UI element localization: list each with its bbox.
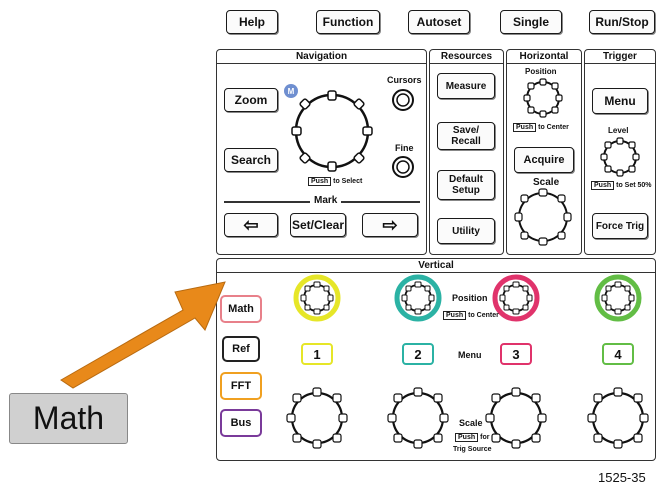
save-recall-line1: Save/ [452, 125, 480, 136]
horizontal-scale-knob[interactable] [514, 188, 572, 246]
vertical-push-center: Push to Center [443, 311, 499, 320]
vertical-push-for: Push for [455, 433, 489, 442]
vertical-push-label: Push [443, 311, 467, 320]
trigger-menu-button[interactable]: Menu [592, 88, 648, 114]
navigation-title: Navigation [217, 50, 426, 64]
fft-button[interactable]: FFT [220, 372, 262, 400]
ch1-scale-knob[interactable] [285, 386, 349, 450]
measure-button[interactable]: Measure [437, 73, 495, 99]
default-setup-line2: Setup [452, 185, 480, 196]
autoset-button[interactable]: Autoset [408, 10, 470, 34]
vertical-push-for-text: for [480, 434, 490, 441]
push-to-select-text: to Select [333, 178, 363, 185]
next-mark-button[interactable]: ⇨ [362, 213, 418, 237]
default-setup-button[interactable]: Default Setup [437, 170, 495, 200]
horizontal-push-label: Push [513, 123, 537, 132]
ch3-menu-button[interactable]: 3 [500, 343, 532, 365]
trigger-level-label: Level [608, 126, 629, 135]
resources-title: Resources [430, 50, 503, 64]
fine-button[interactable] [391, 155, 415, 179]
m-badge-text: M [287, 86, 295, 96]
ch1-position-knob[interactable] [293, 274, 341, 322]
cursors-label: Cursors [387, 75, 422, 85]
ch4-position-knob[interactable] [594, 274, 642, 322]
horizontal-title: Horizontal [507, 50, 581, 64]
function-button[interactable]: Function [316, 10, 380, 34]
push-to-select: Push to Select [308, 177, 362, 186]
single-button[interactable]: Single [500, 10, 562, 34]
trigger-push-set50: Push to Set 50% [591, 181, 652, 190]
save-recall-button[interactable]: Save/ Recall [437, 122, 495, 150]
trigger-title: Trigger [585, 50, 655, 64]
ch3-position-knob[interactable] [492, 274, 540, 322]
multipurpose-knob[interactable] [290, 89, 374, 173]
callout-arrow [60, 281, 226, 389]
ch4-scale-knob[interactable] [586, 386, 650, 450]
force-trig-button[interactable]: Force Trig [592, 213, 648, 239]
math-callout-label: Math [9, 393, 128, 444]
push-label: Push [308, 177, 332, 186]
vertical-menu-label: Menu [458, 350, 482, 360]
m-badge: M [284, 84, 298, 98]
save-recall-line2: Recall [451, 136, 481, 147]
cursors-knob[interactable] [391, 88, 415, 112]
run-stop-button[interactable]: Run/Stop [589, 10, 655, 34]
ch1-menu-button[interactable]: 1 [301, 343, 333, 365]
ch4-menu-button[interactable]: 4 [602, 343, 634, 365]
horizontal-position-label: Position [525, 67, 557, 76]
vertical-position-label: Position [452, 293, 488, 303]
ch2-menu-button[interactable]: 2 [402, 343, 434, 365]
trigger-level-knob[interactable] [600, 137, 640, 177]
set-clear-button[interactable]: Set/Clear [290, 213, 346, 237]
zoom-button[interactable]: Zoom [224, 88, 278, 112]
trigger-push-text: to Set 50% [616, 182, 652, 189]
horizontal-position-knob[interactable] [523, 78, 563, 118]
ch2-position-knob[interactable] [394, 274, 442, 322]
utility-button[interactable]: Utility [437, 218, 495, 244]
default-setup-line1: Default [449, 174, 483, 185]
vertical-push-text: to Center [468, 312, 499, 319]
vertical-scale-label: Scale [459, 418, 483, 428]
acquire-button[interactable]: Acquire [514, 147, 574, 173]
search-button[interactable]: Search [224, 148, 278, 172]
figure-id: 1525-35 [598, 470, 646, 485]
fine-label: Fine [395, 143, 414, 153]
ch2-scale-knob[interactable] [386, 386, 450, 450]
ref-button[interactable]: Ref [222, 336, 260, 362]
horizontal-push-text: to Center [538, 124, 569, 131]
previous-mark-button[interactable]: ⇦ [224, 213, 278, 237]
bus-button[interactable]: Bus [220, 409, 262, 437]
mark-label: Mark [310, 195, 342, 206]
ch3-scale-knob[interactable] [484, 386, 548, 450]
vertical-title: Vertical [217, 259, 655, 273]
horizontal-push-center: Push to Center [513, 123, 569, 132]
trigger-push-label: Push [591, 181, 615, 190]
trig-source-label: Trig Source [453, 446, 492, 453]
horizontal-scale-label: Scale [533, 177, 560, 188]
help-button[interactable]: Help [226, 10, 278, 34]
vertical-scale-push-label: Push [455, 433, 479, 442]
math-button[interactable]: Math [220, 295, 262, 323]
